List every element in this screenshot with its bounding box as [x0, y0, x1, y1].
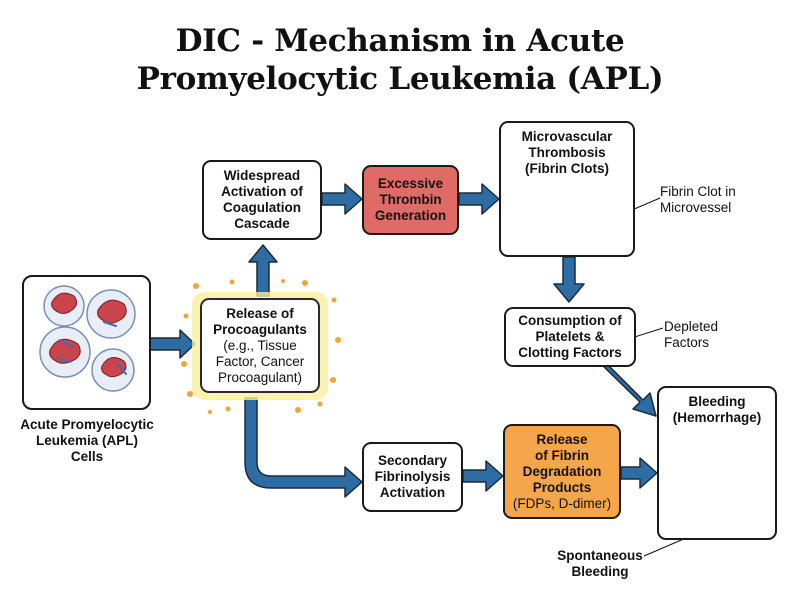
spontaneous-annotation: Spontaneous Bleeding [557, 548, 643, 579]
thrombin-label: Excessive Thrombin Generation [374, 176, 447, 223]
arrow-procoagulants-to-coagulation [248, 244, 278, 297]
arrow-fibrinolysis-to-fdp [462, 460, 504, 492]
apl-cells-frame [23, 276, 150, 409]
thrombin-node: Excessive Thrombin Generation [362, 165, 459, 235]
consumption-node: Consumption of Platelets & Clotting Fact… [504, 307, 636, 367]
procoagulants-title: Release of Procoagulants [213, 305, 307, 337]
fibrin-clot-annotation: Fibrin Clot in Microvessel [660, 184, 736, 215]
bleeding-node: Bleeding (Hemorrhage) [657, 386, 777, 540]
procoagulants-detail: (e.g., Tissue Factor, Cancer Procoagulan… [215, 337, 305, 385]
arrow-apl-to-procoagulants [149, 329, 196, 359]
depleted-annotation: Depleted Factors [664, 319, 719, 350]
arrow-consumption-to-bleeding [599, 359, 657, 417]
arrow-coagulation-to-thrombin [321, 183, 363, 215]
apl-cells-illustration [22, 275, 151, 410]
fibrinolysis-label: Secondary Fibrinolysis Activation [374, 453, 451, 500]
thrombosis-node: Microvascular Thrombosis (Fibrin Clots) [499, 121, 635, 257]
arrow-fdp-to-bleeding [620, 457, 658, 489]
coagulation-label: Widespread Activation of Coagulation Cas… [221, 168, 303, 231]
arrow-thrombosis-to-consumption [553, 256, 585, 303]
arrow-procoagulants-to-fibrinolysis [244, 397, 363, 498]
arrow-thrombin-to-thrombosis [458, 183, 500, 215]
fdp-node: Release of Fibrin Degradation Products (… [503, 424, 621, 519]
fdp-title: Release of Fibrin Degradation Products [522, 431, 602, 495]
fibrinolysis-node: Secondary Fibrinolysis Activation [362, 442, 463, 512]
thrombosis-label: Microvascular Thrombosis (Fibrin Clots) [521, 129, 613, 176]
fdp-detail: (FDPs, D-dimer) [512, 495, 612, 511]
diagram-title: DIC - Mechanism in Acute Promyelocytic L… [136, 23, 664, 97]
bleeding-label: Bleeding (Hemorrhage) [672, 394, 762, 425]
apl-cells-label: Acute Promyelocytic Leukemia (APL) Cells [20, 417, 154, 464]
coagulation-node: Widespread Activation of Coagulation Cas… [202, 160, 322, 240]
procoagulants-node: Release of Procoagulants (e.g., Tissue F… [200, 298, 320, 393]
flow-arrows [149, 183, 658, 498]
consumption-label: Consumption of Platelets & Clotting Fact… [518, 313, 622, 360]
